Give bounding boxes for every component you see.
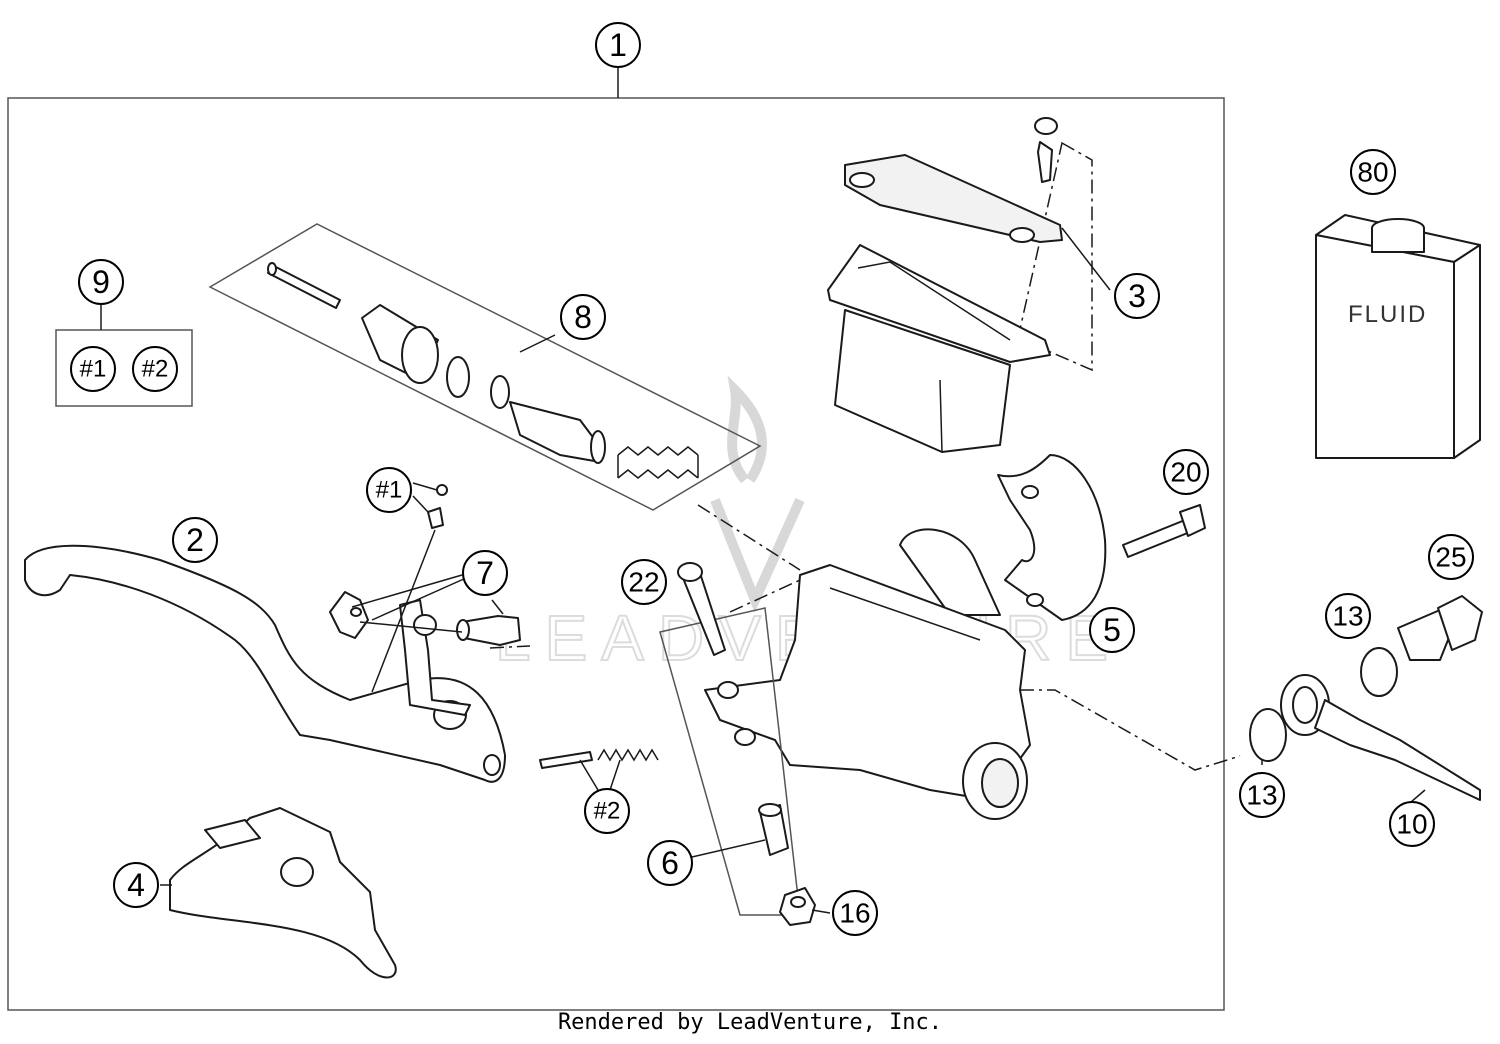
callout-8: 8: [560, 294, 606, 340]
adjuster-spring: [539, 748, 659, 791]
brake-hose-assembly: [1249, 595, 1483, 821]
handlebar-clamp: [997, 454, 1107, 621]
pivot-screw: [677, 562, 726, 656]
footer-credit: Rendered by LeadVenture, Inc.: [557, 1010, 943, 1035]
svg-text:8: 8: [574, 299, 592, 335]
svg-text:80: 80: [1357, 157, 1388, 188]
callout-kit2-spring: #2: [584, 788, 630, 834]
svg-text:#1: #1: [80, 356, 107, 383]
brake-fluid-bottle: FLUID: [1315, 214, 1481, 459]
svg-text:13: 13: [1332, 601, 1363, 632]
assembly-frame: [7, 97, 1225, 1011]
reservoir-cap-group: [827, 117, 1111, 453]
svg-text:5: 5: [1103, 612, 1121, 648]
svg-text:#2: #2: [594, 798, 621, 825]
piston-kit-parts: [267, 262, 699, 479]
kit-9-box: [55, 329, 193, 407]
svg-text:#2: #2: [142, 356, 169, 383]
callout-13-upper: 13: [1325, 593, 1371, 639]
callout-kit1-lever: #1: [366, 467, 412, 513]
callout-2: 2: [172, 517, 218, 563]
svg-text:7: 7: [476, 555, 494, 591]
callout-7: 7: [462, 550, 508, 596]
callout-kit1-in-box: #1: [70, 346, 116, 392]
lever-adjuster: [329, 482, 521, 716]
callout-25: 25: [1428, 534, 1474, 580]
callout-16: 16: [832, 890, 878, 936]
callout-20: 20: [1163, 449, 1209, 495]
callout-10: 10: [1389, 801, 1435, 847]
svg-text:20: 20: [1170, 457, 1201, 488]
svg-text:13: 13: [1246, 780, 1277, 811]
callout-4: 4: [113, 862, 159, 908]
fluid-label: FLUID: [1348, 301, 1427, 328]
svg-text:#1: #1: [376, 477, 403, 504]
master-cylinder-body: [704, 528, 1031, 820]
callout-kit2-in-box: #2: [132, 346, 178, 392]
lever-guard: [160, 807, 397, 979]
svg-text:6: 6: [661, 845, 679, 881]
callout-9: 9: [78, 259, 124, 305]
svg-text:3: 3: [1128, 278, 1146, 314]
svg-text:1: 1: [609, 27, 627, 63]
svg-text:10: 10: [1396, 809, 1427, 840]
callout-1: 1: [595, 22, 641, 68]
callout-3: 3: [1114, 273, 1160, 319]
svg-text:16: 16: [839, 898, 870, 929]
svg-text:25: 25: [1435, 542, 1466, 573]
svg-text:22: 22: [628, 567, 659, 598]
brake-lever: [24, 544, 506, 783]
pivot-sleeve: [758, 803, 789, 856]
callout-5: 5: [1089, 607, 1135, 653]
callout-80: 80: [1350, 149, 1396, 195]
svg-text:2: 2: [186, 522, 204, 558]
callout-13-lower: 13: [1239, 772, 1285, 818]
pivot-nut: [779, 887, 816, 926]
piston-kit-frame: [208, 223, 762, 511]
callout-22: 22: [621, 559, 667, 605]
svg-text:9: 9: [92, 264, 110, 300]
callout-6: 6: [647, 840, 693, 886]
clamp-bolt: [1122, 504, 1206, 558]
svg-text:4: 4: [127, 867, 145, 903]
